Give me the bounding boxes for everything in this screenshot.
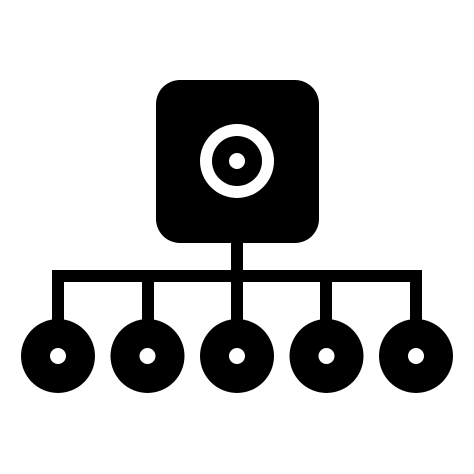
branch-line-2 — [142, 270, 154, 330]
child-node-icon — [21, 319, 95, 393]
child-node-icon — [110, 319, 185, 393]
trunk-line — [231, 240, 243, 275]
child-node-icon — [379, 319, 453, 393]
branch-line-5 — [410, 270, 422, 330]
child-node-dot — [139, 348, 156, 364]
hierarchy-structure — [21, 80, 453, 393]
parent-node-icon — [156, 80, 319, 243]
child-node-dot — [50, 348, 66, 364]
branch-line-3 — [231, 270, 243, 330]
child-node-dot — [229, 348, 245, 364]
child-node-dot — [408, 348, 424, 364]
branch-line-1 — [52, 270, 64, 330]
child-node-dot — [318, 348, 335, 364]
child-node-icon — [289, 319, 364, 393]
child-node-icon — [200, 319, 274, 393]
child-nodes — [21, 319, 453, 393]
branch-line-4 — [320, 270, 332, 330]
connector-lines — [52, 240, 422, 330]
